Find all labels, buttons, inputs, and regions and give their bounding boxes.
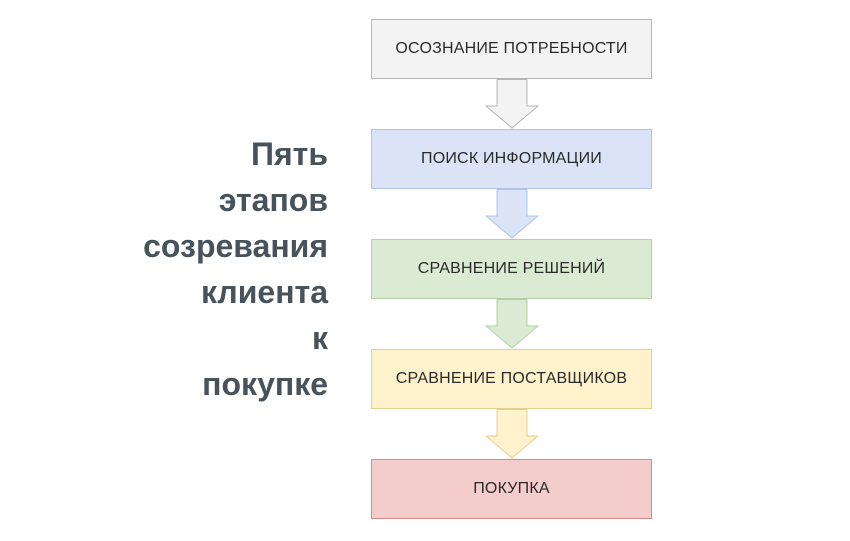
- stage-purchase: ПОКУПКА: [371, 459, 652, 519]
- stage-box-vendor-comparison: СРАВНЕНИЕ ПОСТАВЩИКОВ: [371, 349, 652, 409]
- flow-down-arrow-icon: [371, 79, 652, 129]
- stage-box-need-awareness: ОСОЗНАНИЕ ПОТРЕБНОСТИ: [371, 19, 652, 79]
- flow-down-arrow-icon: [371, 189, 652, 239]
- flow-down-arrow-icon: [371, 299, 652, 349]
- stage-vendor-comparison: СРАВНЕНИЕ ПОСТАВЩИКОВ: [371, 349, 652, 459]
- stage-label: СРАВНЕНИЕ РЕШЕНИЙ: [417, 260, 606, 277]
- stage-box-purchase: ПОКУПКА: [371, 459, 652, 519]
- page-title: Пять этапов созревания клиента к покупке: [143, 136, 328, 402]
- stage-box-solution-comparison: СРАВНЕНИЕ РЕШЕНИЙ: [371, 239, 652, 299]
- flow-diagram: ОСОЗНАНИЕ ПОТРЕБНОСТИ ПОИСК ИНФОРМАЦИИ: [371, 19, 652, 519]
- stage-label: ПОИСК ИНФОРМАЦИИ: [421, 150, 602, 167]
- flow-down-arrow-icon: [371, 409, 652, 459]
- stage-solution-comparison: СРАВНЕНИЕ РЕШЕНИЙ: [371, 239, 652, 349]
- stage-label: ПОКУПКА: [473, 480, 550, 497]
- stage-label: СРАВНЕНИЕ ПОСТАВЩИКОВ: [395, 370, 628, 387]
- stage-information-search: ПОИСК ИНФОРМАЦИИ: [371, 129, 652, 239]
- stage-box-information-search: ПОИСК ИНФОРМАЦИИ: [371, 129, 652, 189]
- stage-need-awareness: ОСОЗНАНИЕ ПОТРЕБНОСТИ: [371, 19, 652, 129]
- stage-label: ОСОЗНАНИЕ ПОТРЕБНОСТИ: [395, 40, 628, 57]
